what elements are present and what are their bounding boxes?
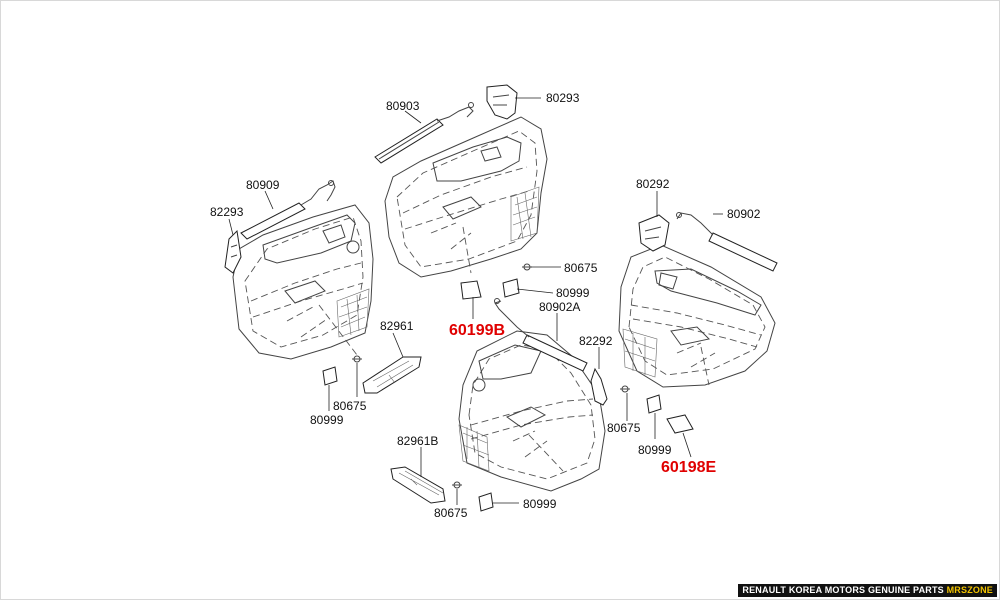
handle-82293 bbox=[224, 229, 242, 274]
label-80999-right: 80999 bbox=[638, 443, 672, 457]
footer-brand: RENAULT KOREA MOTORS GENUINE PARTS bbox=[742, 585, 944, 595]
label-82961: 82961 bbox=[380, 319, 414, 333]
label-80675-right: 80675 bbox=[607, 421, 641, 435]
label-80902: 80902 bbox=[727, 207, 761, 221]
bracket-80999-left bbox=[322, 366, 338, 386]
footer-banner: RENAULT KOREA MOTORS GENUINE PARTS MRSZO… bbox=[738, 584, 997, 597]
bracket-80999-lower bbox=[478, 492, 494, 512]
wire-harness-80902 bbox=[676, 212, 714, 236]
label-80675-upper: 80675 bbox=[564, 261, 598, 275]
label-80675-lower: 80675 bbox=[434, 506, 468, 520]
label-80903: 80903 bbox=[386, 99, 420, 113]
label-80675-left: 80675 bbox=[333, 399, 367, 413]
label-80902A: 80902A bbox=[539, 300, 580, 314]
bracket-80999-upper bbox=[502, 278, 520, 298]
door-trim-panel-left bbox=[232, 204, 374, 360]
label-80293: 80293 bbox=[546, 91, 580, 105]
switch-panel-82961 bbox=[362, 356, 422, 394]
handle-82292 bbox=[590, 367, 608, 406]
label-82293: 82293 bbox=[210, 205, 244, 219]
label-80999-upper: 80999 bbox=[556, 286, 590, 300]
armrest-strip-80909 bbox=[240, 202, 306, 240]
cover-60198E bbox=[666, 414, 694, 434]
clip-80675-right bbox=[620, 385, 630, 393]
leader-lines bbox=[228, 97, 723, 505]
cover-60199B bbox=[460, 280, 482, 300]
speaker-bracket-80292 bbox=[638, 214, 670, 252]
door-trim-panel-right bbox=[618, 244, 776, 388]
wire-harness-80903 bbox=[436, 102, 474, 122]
label-80999-left: 80999 bbox=[310, 413, 344, 427]
clip-80675-left bbox=[352, 355, 362, 363]
speaker-bracket-80293 bbox=[486, 84, 518, 120]
label-80292: 80292 bbox=[636, 177, 670, 191]
door-trim-panel-lower bbox=[458, 330, 606, 492]
label-82292: 82292 bbox=[579, 334, 613, 348]
label-82961B: 82961B bbox=[397, 434, 438, 448]
label-60198E: 60198E bbox=[661, 459, 716, 476]
armrest-strip-80903 bbox=[374, 118, 444, 164]
switch-panel-82961B bbox=[390, 466, 446, 504]
label-60199B: 60199B bbox=[449, 322, 505, 339]
armrest-strip-80902 bbox=[708, 232, 778, 272]
label-80999-lower: 80999 bbox=[523, 497, 557, 511]
door-trim-panel-upper bbox=[384, 116, 548, 278]
wire-harness-80902A bbox=[494, 298, 530, 338]
clip-80675-upper bbox=[522, 263, 532, 271]
footer-site: MRSZONE bbox=[946, 585, 993, 595]
armrest-strip-80902A bbox=[522, 334, 588, 372]
clip-80675-lower bbox=[452, 481, 462, 489]
wire-harness-80909 bbox=[300, 180, 336, 206]
part-number-labels: 80293 80903 80909 82293 80675 80999 6019… bbox=[210, 91, 761, 520]
bracket-80999-right bbox=[646, 394, 662, 414]
label-80909: 80909 bbox=[246, 178, 280, 192]
